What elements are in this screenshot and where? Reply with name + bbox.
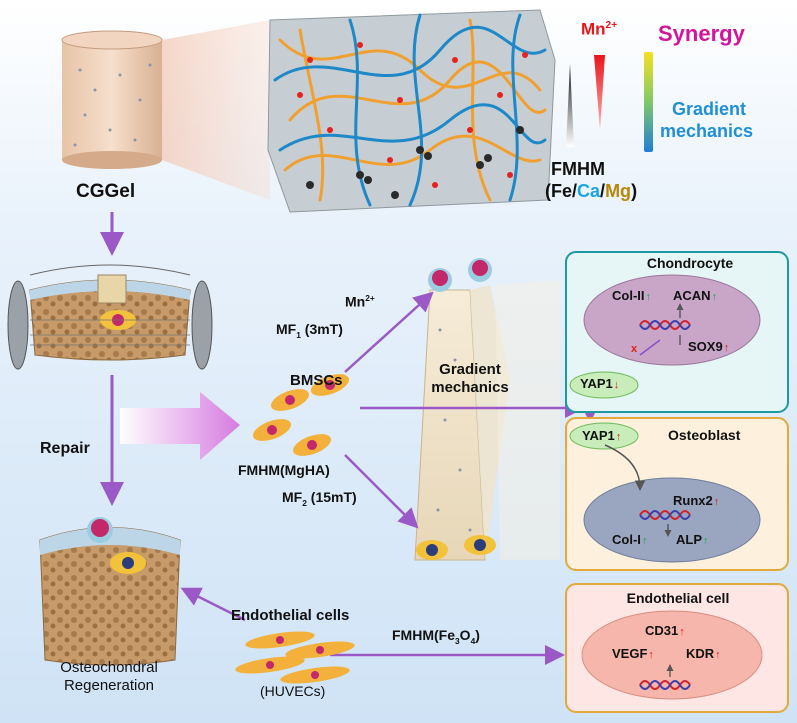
mn-stimulus-label: Mn2+ — [345, 293, 375, 310]
cd31-gene: CD31↑ — [645, 623, 685, 638]
synergy-label: Synergy — [658, 21, 745, 46]
vegf-gene: VEGF↑ — [612, 646, 654, 661]
fiber-network-icon — [267, 9, 556, 213]
synergy-gradient-bar — [644, 52, 653, 152]
inhibition-x-mark: x — [631, 343, 638, 355]
bone-block-icon — [29, 264, 191, 361]
col1-gene: Col-I↑ — [612, 532, 648, 547]
repair-arrow — [120, 392, 240, 460]
huvecs-label: (HUVECs) — [260, 683, 326, 699]
fmhm-fe3o4-label: FMHM(Fe3O4) — [392, 627, 480, 646]
endothelial-cells-label: Endothelial cells — [231, 607, 350, 624]
endothelial-cell-icon — [235, 631, 355, 684]
fmhm-label: FMHM — [551, 159, 605, 179]
yap1-osteo: YAP1↑ — [582, 428, 622, 443]
magnet-icon — [7, 280, 213, 370]
fmhm-mgha-label: FMHM(MgHA) — [238, 462, 330, 478]
dna-helix-icon — [639, 320, 691, 330]
fmhm-composition: (Fe/Ca/Mg) — [545, 181, 638, 201]
col2-gene: Col-II↑ — [612, 288, 651, 303]
gradient-mechanics-top-line1: Gradient — [672, 99, 747, 119]
zoom-beam — [162, 20, 270, 200]
regeneration-line1: Osteochondral — [60, 659, 158, 676]
gradient-mechanics-mid-line2: mechanics — [431, 379, 509, 396]
gradient-scaffold-icon — [414, 258, 560, 561]
mf1-label: MF1 (3mT) — [276, 321, 343, 340]
yap1-chondro: YAP1↓ — [580, 376, 620, 391]
acan-gene: ACAN↑ — [673, 288, 718, 303]
bmscs-label: BMSCs — [290, 372, 343, 389]
chondrocyte-title: Chondrocyte — [646, 255, 734, 271]
alp-gene: ALP↑ — [676, 532, 709, 547]
hydrogel-cylinder-icon — [61, 30, 163, 169]
repair-label: Repair — [40, 440, 90, 457]
regenerated-bone-icon — [39, 517, 181, 666]
fmhm-gradient-triangle — [566, 64, 574, 147]
mf2-label: MF2 (15mT) — [282, 489, 357, 508]
sox9-gene: SOX9↑ — [688, 339, 730, 354]
gradient-mechanics-top-line2: mechanics — [660, 121, 754, 141]
runx2-gene: Runx2↑ — [673, 493, 720, 508]
gradient-mechanics-mid-line1: Gradient — [439, 361, 501, 378]
cggel-label: CGGel — [76, 181, 136, 202]
kdr-gene: KDR↑ — [686, 646, 721, 661]
regeneration-line2: Regeneration — [63, 677, 155, 694]
bmsc-cell-icon — [252, 374, 350, 456]
mn-ion-label: Mn2+ — [581, 19, 618, 39]
osteoblast-title: Osteoblast — [668, 427, 741, 443]
endothelial-cell-title: Endothelial cell — [626, 590, 730, 606]
mn-gradient-triangle — [594, 55, 605, 130]
